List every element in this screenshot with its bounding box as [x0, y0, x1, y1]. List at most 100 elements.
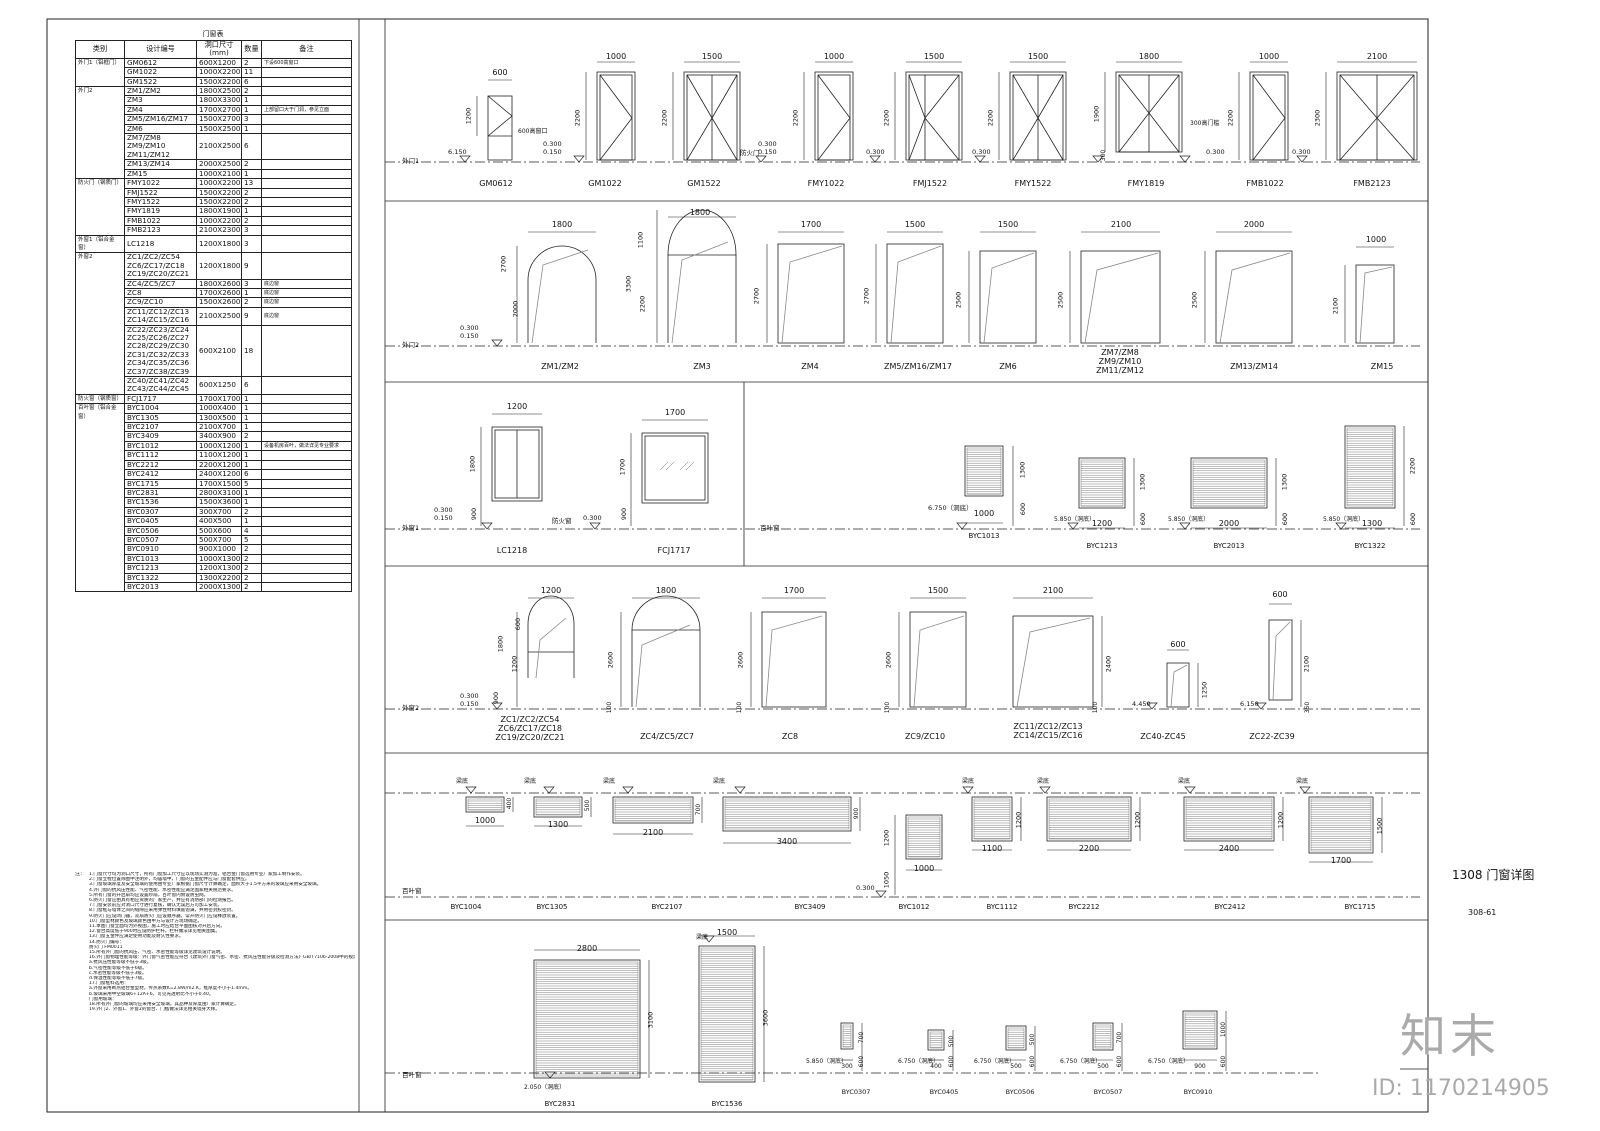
dim-byc1013-sill: 600 [1019, 502, 1028, 516]
dim-byc0307-w: 300 [841, 1063, 853, 1070]
note-line: 7.门窗安装前应对洞口尺寸进行复核，确认无误后方可加工安装。 [89, 903, 223, 909]
elev-zc22: 6.150 [1240, 700, 1259, 708]
code-zm6: ZM6 [999, 362, 1017, 371]
dim-zc8-h: 2600 [736, 651, 745, 669]
dim-zc11-sill: 100 [1092, 701, 1100, 714]
dim-zm7-w: 2100 [1110, 220, 1132, 229]
code-byc0307: BYC0307 [841, 1088, 871, 1096]
beam-tag-r6: 梁底 [696, 934, 709, 941]
elev-byc2831: 2.050（洞底） [524, 1084, 566, 1091]
dim-zm5-w: 1500 [904, 220, 926, 229]
dim-zc40-h: 1250 [1200, 681, 1209, 699]
dim-byc3409-h: 900 [853, 807, 861, 820]
dim-byc0307-sill: 600 [858, 1055, 866, 1068]
dim-zc1-h2: 600 [514, 617, 523, 631]
dim-zm3-h2: 3300 [624, 275, 633, 293]
dim-byc0910-w: 900 [1194, 1063, 1206, 1070]
dim-byc0307-h: 700 [858, 1031, 866, 1044]
code-byc1012: BYC1012 [898, 903, 930, 911]
dim-byc1213-h: 1300 [1138, 473, 1147, 491]
tag-ext-door1: 外门1 [402, 157, 420, 165]
note-line: 门窗用玻璃： [89, 996, 117, 1002]
elev-fmb1022: 0.300 [1206, 148, 1225, 156]
dim-gm1022-h: 2200 [573, 109, 582, 127]
note-line: c.水密性能等级不低于3级。 [89, 970, 147, 976]
dim-gm1522-h: 2200 [660, 109, 669, 127]
elev-byc0405: 6.750（洞底） [898, 1058, 940, 1065]
dim-fmy1522-h: 2200 [986, 109, 995, 127]
beam-tag-r5-7: 梁底 [1178, 778, 1191, 785]
code-zm4: ZM4 [801, 362, 819, 371]
elev-fmy1022-a: 0.300 [758, 140, 777, 148]
code-byc1305: BYC1305 [536, 903, 568, 911]
code-zc22: ZC22-ZC39 [1249, 732, 1295, 741]
dim-fmy1819-h: 1900 [1092, 105, 1101, 123]
note-line: 10.门窗型材颜色及玻璃颜色由甲方与设计方现场确定。 [89, 918, 202, 924]
note-line: b.气密性能等级不低于6级。 [89, 965, 147, 971]
elev-byc1213: 5.850（洞底） [1054, 516, 1096, 523]
dim-zc9-sill: 100 [884, 701, 892, 714]
elev-byc0307: 5.850（洞底） [806, 1058, 848, 1065]
tag-louver-r6: 百叶窗 [402, 1071, 422, 1079]
dim-fmb2123-w: 2100 [1366, 52, 1388, 61]
dim-zm1-w: 1800 [551, 220, 573, 229]
tag-louver-r3: 百叶窗 [760, 524, 780, 532]
code-zm3: ZM3 [693, 362, 711, 371]
elev-zm-b: 0.150 [460, 332, 479, 340]
cell-note [261, 324, 352, 378]
dim-zc1-h: 1200 [510, 655, 519, 673]
dim-lc1218-sill: 900 [470, 507, 479, 521]
cell-note [261, 123, 352, 135]
dim-zc1-h3: 1800 [496, 635, 505, 653]
cell-code: ZC22/ZC23/ZC24 ZC25/ZC26/ZC27 ZC28/ZC29/… [124, 324, 197, 378]
cell-code: ZC1/ZC2/ZC54 ZC6/ZC17/ZC18 ZC19/ZC20/ZC2… [124, 252, 197, 280]
dim-byc1213-sill: 600 [1139, 512, 1148, 526]
dim-fmy1022-h: 2200 [791, 109, 800, 127]
elev-r4-a: 0.300 [460, 692, 479, 700]
watermark-id: ID: 1170214905 [1372, 1076, 1550, 1101]
elev-gm0612: 6.150 [448, 148, 467, 156]
code-byc0910: BYC0910 [1183, 1088, 1213, 1096]
dim-zc22-sill: 350 [1304, 701, 1312, 714]
schedule-title: 门窗表 [202, 30, 224, 38]
dim-byc1322-w: 1300 [1361, 519, 1383, 528]
note-gm0612-sill: 600高窗口 [518, 128, 548, 135]
elev-r3-a: 0.300 [434, 506, 453, 514]
code-zc1: ZC1/ZC2/ZC54 ZC6/ZC17/ZC18 ZC19/ZC20/ZC2… [495, 715, 565, 742]
dim-zm15-w: 1000 [1365, 235, 1387, 244]
dim-fmb1022-h: 2200 [1226, 109, 1235, 127]
code-byc1322: BYC1322 [1354, 542, 1386, 550]
cell-category: 防火门（钢质门） [75, 178, 125, 236]
note-line: 3.门窗玻璃厚度及安全玻璃的使用由专业厂家根据门窗尺寸计算确定，面积大于1.5平… [89, 882, 322, 888]
code-zm1: ZM1/ZM2 [541, 362, 579, 371]
note-line: 1.门窗尺寸均为洞口尺寸，所有门窗加工尺寸应以现场实测为准，铝合金门窗选用专业厂… [89, 872, 305, 877]
beam-tag-r5-3: 梁底 [603, 778, 616, 785]
code-lc1218: LC1218 [496, 546, 528, 555]
dim-byc2013-w: 2000 [1218, 519, 1240, 528]
dim-zc11-h: 2400 [1104, 655, 1113, 673]
dim-zm7-h: 2500 [1056, 291, 1065, 309]
dim-zc4-sill: 100 [606, 701, 614, 714]
code-zm15: ZM15 [1370, 362, 1394, 371]
dim-byc1112-h: 1200 [1014, 811, 1023, 829]
dim-byc2013-sill: 600 [1281, 512, 1290, 526]
elev-fmj1522: 0.300 [866, 148, 885, 156]
code-zc40: ZC40-ZC45 [1140, 732, 1186, 741]
dim-fmj1522-h: 2200 [882, 109, 891, 127]
note-line: 12.窗台高度低于900时应设防护栏杆，栏杆做法详见相关图集。 [89, 929, 220, 935]
drawing-number: 308-61 [1468, 908, 1497, 917]
dim-byc1013-w: 1000 [973, 509, 995, 518]
dim-byc1305-h: 500 [584, 799, 592, 812]
note-line: 16.外门窗物理性能等级：外门窗气密性能应符合《建筑外门窗气密、水密、抗风压性能… [89, 955, 355, 961]
schedule-row: ZC22/ZC23/ZC24 ZC25/ZC26/ZC27 ZC28/ZC29/… [76, 324, 352, 378]
code-fmy1819: FMY1819 [1127, 179, 1165, 188]
dim-byc0910-h: 1000 [1220, 1021, 1228, 1038]
code-gm0612: GM0612 [479, 179, 513, 188]
note-line: 4.外门窗的抗风压性能、气密性能、水密性能应满足国家相关规范要求。 [89, 887, 236, 893]
